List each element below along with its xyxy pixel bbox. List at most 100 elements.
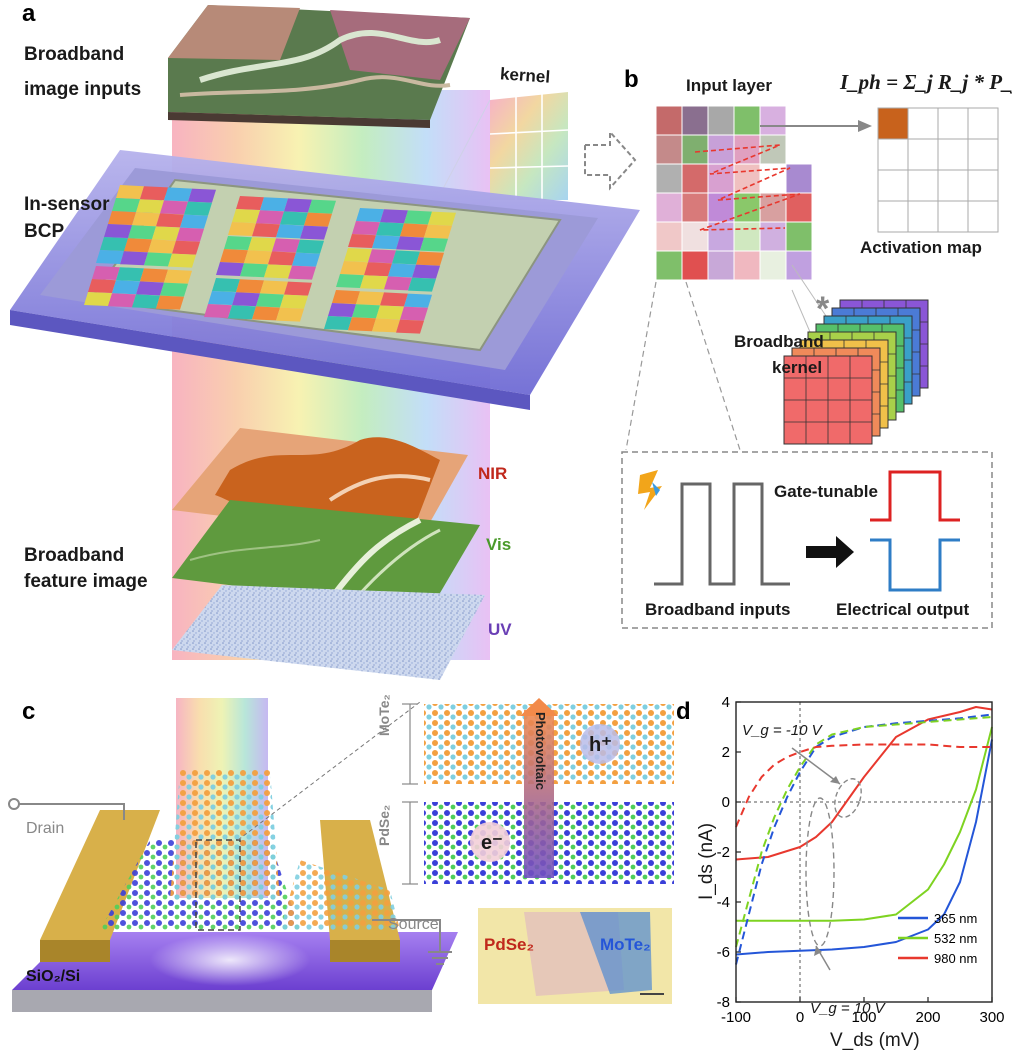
label-inset-mote2: MoTe₂ (600, 935, 651, 954)
legend-532: 532 nm (934, 931, 977, 946)
input-cell (733, 221, 761, 252)
sensor-pixel (160, 200, 188, 215)
sensor-pixel (416, 251, 444, 266)
sensor-pixel (332, 290, 360, 304)
sensor-pixel (400, 223, 428, 238)
sensor-pixel (228, 222, 256, 236)
sensor-pixel (272, 238, 300, 253)
label-electrical-output: Electrical output (836, 600, 970, 619)
sensor-pixel (400, 306, 428, 321)
label-activation-map: Activation map (860, 238, 982, 257)
sensor-pixel (184, 201, 212, 216)
sensor-pixel (256, 210, 284, 225)
sensor-pixel (372, 235, 400, 250)
sensor-pixel (344, 248, 372, 262)
sensor-pixel (364, 262, 392, 277)
label-inset-pdse2: PdSe₂ (484, 935, 535, 954)
sensor-pixel (388, 263, 416, 278)
input-cell (759, 105, 787, 136)
label-sensor-line1: In-sensor (24, 194, 110, 215)
sensor-pixel (260, 197, 288, 212)
label-broadband-inputs: Broadband inputs (645, 600, 791, 619)
legend-365: 365 nm (934, 911, 977, 926)
sensor-pixel (132, 212, 160, 227)
y-axis-label: I_ds (nA) (696, 822, 717, 900)
sensor-pixel (224, 236, 252, 250)
sensor-pixel (164, 269, 192, 284)
input-cell (707, 105, 735, 136)
panel-b-letter: b (624, 66, 639, 93)
sensor-pixel (212, 278, 240, 292)
input-cell (785, 134, 813, 165)
sensor-pixel (188, 188, 216, 203)
sensor-pixel (156, 295, 184, 310)
label-feature-line2: feature image (24, 571, 148, 592)
sensor-pixel (392, 250, 420, 265)
label-kernel: kernel (499, 64, 551, 87)
sensor-pixel (220, 249, 248, 263)
y-tick-label: 2 (722, 744, 730, 761)
input-cell (707, 192, 735, 223)
series-line-3 (735, 713, 993, 965)
sensor-pixel-array (84, 185, 456, 334)
sensor-pixel (324, 316, 352, 330)
label-input-layer: Input layer (686, 76, 772, 95)
sensor-pixel (252, 223, 280, 238)
input-cell (655, 105, 683, 136)
sensor-pixel (372, 318, 400, 333)
legend-980: 980 nm (934, 951, 977, 966)
input-cell (707, 250, 735, 281)
sensor-pixel (240, 263, 268, 278)
label-image-inputs-line1: Broadband (24, 44, 125, 65)
sensor-pixel (276, 307, 304, 322)
sensor-pixel (368, 249, 396, 264)
input-cell (733, 163, 761, 194)
input-cell (759, 134, 787, 165)
panel-c-illustration (8, 698, 674, 1012)
label-substrate: SiO₂/Si (26, 968, 81, 985)
input-cell (655, 134, 683, 165)
sensor-pixel (140, 268, 168, 283)
y-tick-label: -6 (717, 944, 730, 961)
series-line-1 (736, 726, 993, 922)
sensor-pixel (356, 291, 384, 306)
sensor-pixel (152, 226, 180, 241)
sensor-pixel (256, 293, 284, 308)
y-tick-label: -8 (717, 994, 730, 1011)
sensor-pixel (124, 238, 152, 253)
sensor-pixel (232, 209, 260, 223)
activation-cell (967, 107, 999, 140)
convolution-asterisk: * (816, 290, 830, 328)
activation-cell (907, 169, 939, 202)
sensor-pixel (424, 224, 452, 239)
x-tick-label: 300 (979, 1009, 1004, 1026)
sensor-pixel (304, 212, 332, 227)
input-cell (733, 192, 761, 223)
sensor-pixel (268, 251, 296, 266)
y-tick-label: 4 (722, 694, 730, 711)
label-sensor-line2: BCP (24, 221, 65, 242)
sensor-pixel (396, 319, 424, 334)
sensor-pixel (288, 265, 316, 280)
sensor-pixel (264, 264, 292, 279)
sensor-pixel (112, 280, 140, 295)
x-tick-label: 0 (796, 1009, 804, 1026)
sensor-pixel (352, 221, 380, 235)
arrow-a-to-b (584, 129, 637, 191)
sensor-pixel (336, 274, 364, 288)
sensor-pixel (348, 317, 376, 332)
sensor-pixel (356, 208, 384, 222)
activation-cell (937, 138, 969, 171)
sensor-pixel (404, 210, 432, 225)
broadband-image-tile (168, 5, 470, 128)
sensor-pixel (276, 224, 304, 239)
sensor-pixel (284, 281, 312, 296)
sensor-pixel (108, 211, 136, 225)
sensor-chip (10, 150, 640, 410)
sensor-pixel (144, 252, 172, 267)
x-tick-label: 100 (851, 1009, 876, 1026)
sensor-pixel (132, 294, 160, 309)
annotation-vg-10: V_g = 10 V (810, 1000, 885, 1017)
sensor-pixel (236, 279, 264, 294)
